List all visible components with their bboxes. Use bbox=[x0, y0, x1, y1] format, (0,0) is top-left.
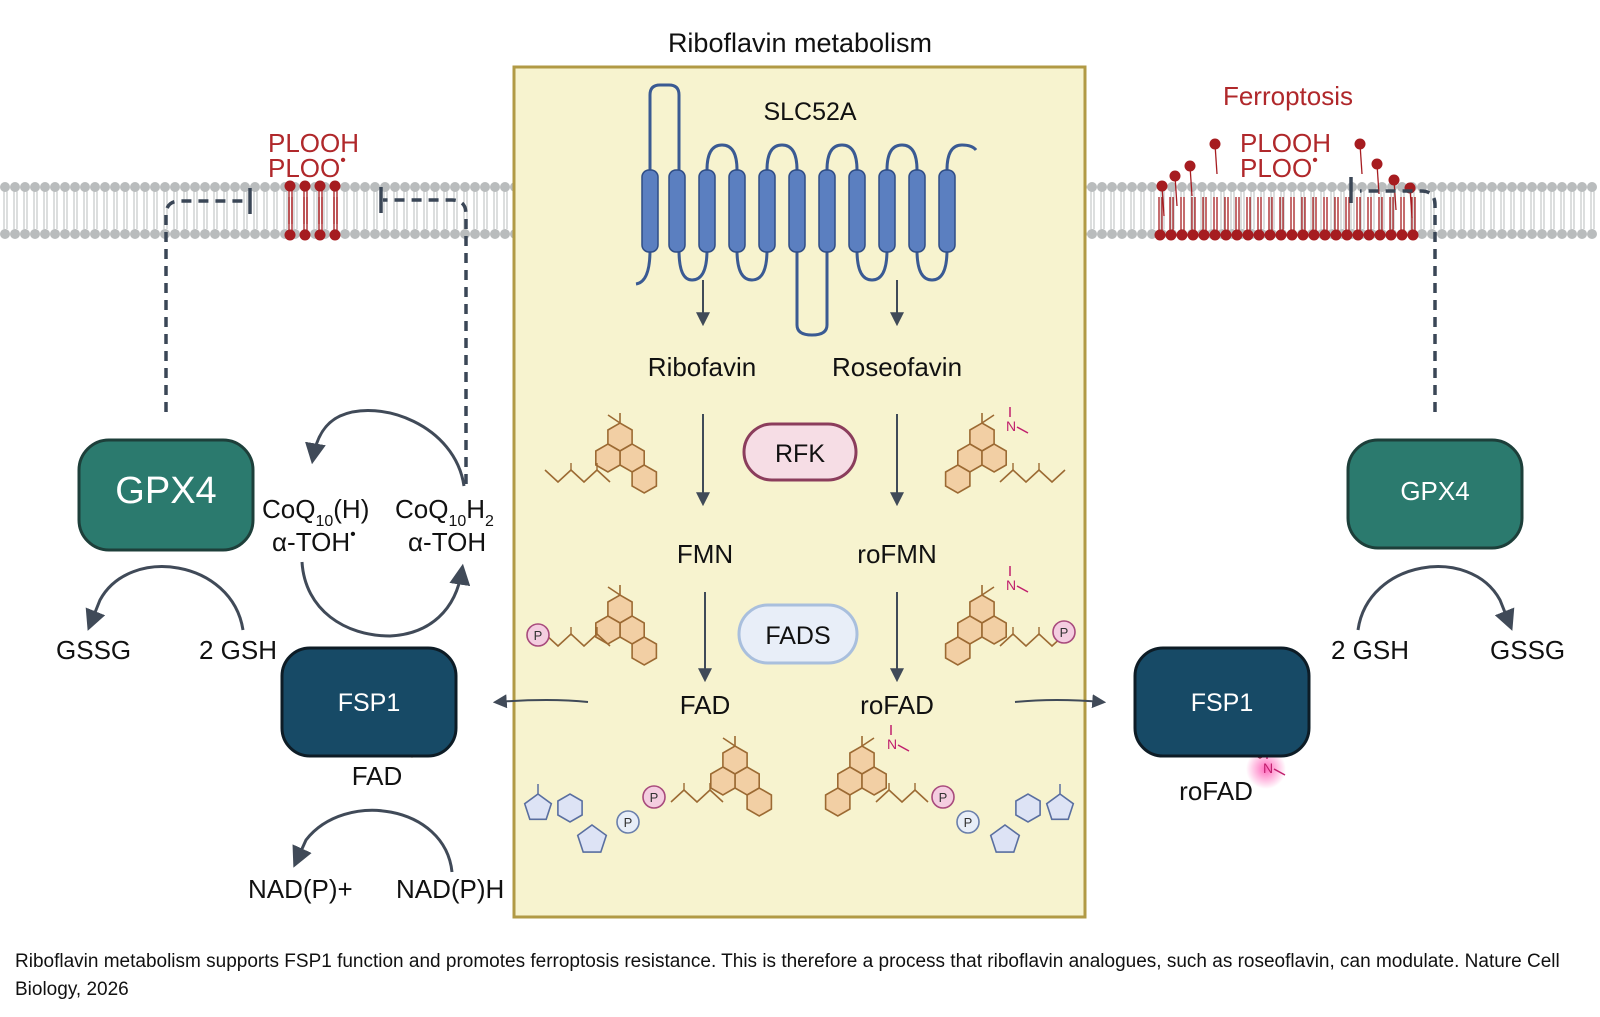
roseofavin-label: Roseofavin bbox=[832, 352, 962, 382]
fsp1-right-label: FSP1 bbox=[1191, 689, 1254, 717]
rfk-enzyme: RFK bbox=[742, 422, 858, 482]
metabolic-arrows bbox=[492, 280, 1107, 709]
coq-reduced: CoQ10H2 bbox=[395, 494, 494, 530]
gssg-right: GSSG bbox=[1490, 635, 1565, 665]
fads-label: FADS bbox=[765, 622, 830, 650]
nadph-left: NAD(P)H bbox=[396, 874, 504, 904]
coq-oxidized: CoQ10(H) bbox=[262, 494, 369, 530]
figure-caption: Riboflavin metabolism supports FSP1 func… bbox=[15, 951, 1560, 1000]
svg-text:P: P bbox=[650, 790, 659, 805]
fsp1-right: FSP1 bbox=[1133, 646, 1311, 758]
lipid-peroxide-label-right: PLOOH PLOO• bbox=[1240, 128, 1331, 183]
fsp1-left-cofactor: FAD bbox=[352, 761, 403, 791]
fmn-label: FMN bbox=[677, 539, 733, 569]
plooh-label: PLOOH bbox=[1240, 128, 1331, 158]
fad-label: FAD bbox=[680, 690, 731, 720]
ferroptosis-label: Ferroptosis bbox=[1223, 81, 1353, 111]
gsh-right: 2 GSH bbox=[1331, 635, 1409, 665]
oxidized-lipids bbox=[284, 138, 1419, 241]
rofad-label: roFAD bbox=[860, 690, 934, 720]
transporter-label: SLC52A bbox=[763, 98, 856, 126]
left-reaction-arrows bbox=[85, 409, 471, 873]
ploo-label: PLOO• bbox=[268, 152, 346, 183]
rofmn-label: roFMN bbox=[857, 539, 936, 569]
lipid-peroxide-label-left: PLOOH PLOO• bbox=[268, 128, 359, 183]
svg-text:N: N bbox=[1006, 577, 1016, 593]
right-reaction-arrows bbox=[1356, 565, 1515, 631]
toh-radical: α-TOH• bbox=[272, 526, 356, 557]
ferroptosis-diagram: Riboflavin metabolism SLC52A Ferroptosis… bbox=[0, 28, 1597, 919]
nadp-left: NAD(P)+ bbox=[248, 874, 353, 904]
svg-text:P: P bbox=[939, 790, 948, 805]
gpx4-right-label: GPX4 bbox=[1400, 476, 1469, 506]
fsp1-left-label: FSP1 bbox=[338, 689, 401, 717]
inhibition-lines bbox=[164, 177, 1437, 484]
svg-text:P: P bbox=[624, 815, 633, 830]
gpx4-left-label: GPX4 bbox=[115, 470, 216, 512]
flavin-molecules: N P N P P P N P P N bbox=[331, 407, 1286, 853]
ribofavin-label: Ribofavin bbox=[648, 352, 756, 382]
ploo-label: PLOO• bbox=[1240, 152, 1318, 183]
gsh-left: 2 GSH bbox=[199, 635, 277, 665]
gpx4-left: GPX4 bbox=[77, 438, 255, 552]
svg-text:N: N bbox=[887, 736, 897, 752]
svg-text:P: P bbox=[1060, 625, 1069, 640]
svg-text:P: P bbox=[534, 628, 543, 643]
rfk-label: RFK bbox=[775, 440, 825, 468]
toh: α-TOH bbox=[408, 527, 486, 557]
plooh-label: PLOOH bbox=[268, 128, 359, 158]
gssg-left: GSSG bbox=[56, 635, 131, 665]
gpx4-right: GPX4 bbox=[1346, 438, 1524, 550]
svg-text:P: P bbox=[964, 815, 973, 830]
slc52a-transporter bbox=[635, 83, 978, 337]
svg-text:N: N bbox=[1006, 418, 1016, 434]
svg-text:N: N bbox=[1263, 760, 1273, 776]
fsp1-right-cofactor: roFAD bbox=[1179, 776, 1253, 806]
fsp1-left: FSP1 bbox=[280, 646, 458, 758]
diagram-title: Riboflavin metabolism bbox=[668, 28, 932, 58]
fads-enzyme: FADS bbox=[737, 603, 859, 665]
